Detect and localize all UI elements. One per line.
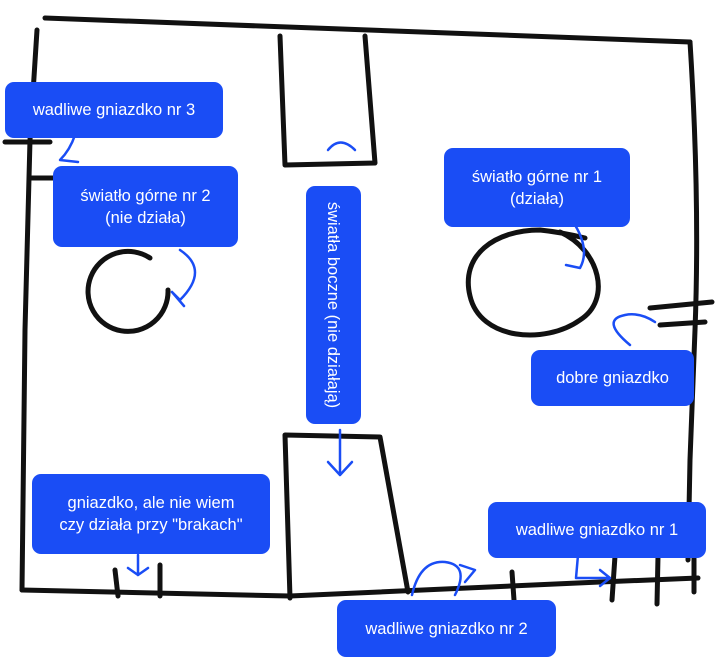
arrow-niewiem bbox=[126, 553, 150, 577]
arrow-wadliwe-3 bbox=[58, 133, 80, 164]
light-2-circle bbox=[85, 248, 171, 334]
arrow-wadliwe-1 bbox=[574, 553, 612, 588]
label-gniazdko-nie-wiem: gniazdko, ale nie wiem czy działa przy "… bbox=[32, 474, 270, 554]
arrow-dobre bbox=[612, 313, 657, 347]
light-1-circle bbox=[465, 227, 601, 338]
label-wadliwe-gniazdko-3: wadliwe gniazdko nr 3 bbox=[5, 82, 223, 138]
label-swiatlo-gorne-2: światło górne nr 2 (nie działa) bbox=[53, 166, 238, 247]
top-wall bbox=[42, 15, 693, 45]
label-wadliwe-gniazdko-1: wadliwe gniazdko nr 1 bbox=[488, 502, 706, 558]
upper-partition bbox=[277, 33, 378, 168]
right-socket-mark-bottom bbox=[657, 319, 708, 328]
arrow-boczne-bottom bbox=[326, 428, 354, 477]
arrow-swiatlo-2 bbox=[170, 248, 197, 308]
label-wadliwe-gniazdko-2: wadliwe gniazdko nr 2 bbox=[337, 600, 556, 657]
label-swiatlo-gorne-1: światło górne nr 1 (działa) bbox=[444, 148, 630, 227]
right-wall bbox=[685, 39, 700, 563]
bottom-wall bbox=[19, 575, 701, 599]
label-swiatla-boczne-text: światła boczne (nie działają) bbox=[324, 201, 343, 409]
label-swiatla-boczne: światła boczne (nie działają) bbox=[306, 186, 361, 424]
arrow-boczne-top bbox=[326, 141, 357, 152]
lower-partition bbox=[282, 432, 411, 601]
right-socket-mark-top bbox=[647, 299, 715, 311]
arrow-wadliwe-2 bbox=[410, 560, 477, 597]
arrow-swiatlo-1 bbox=[564, 223, 586, 270]
label-dobre-gniazdko: dobre gniazdko bbox=[531, 350, 694, 406]
